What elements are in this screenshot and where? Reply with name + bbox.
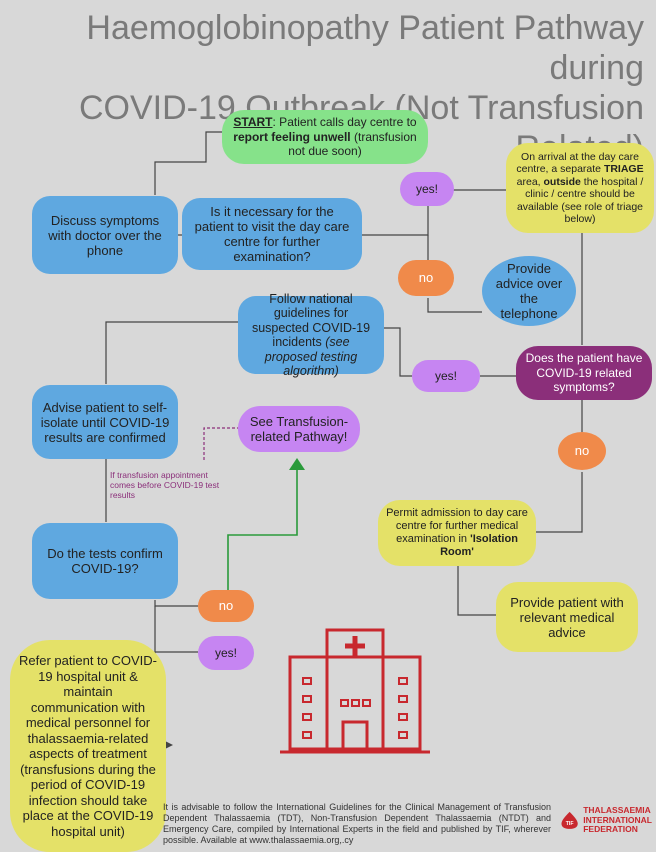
- triage-node: On arrival at the day care centre, a sep…: [506, 143, 654, 233]
- start-node: START: Patient calls day centre to repor…: [222, 110, 428, 164]
- tif-logo-mark: TIF: [566, 821, 574, 827]
- confirm-node: Do the tests confirm COVID-19?: [32, 523, 178, 599]
- connector-confirm-yes: [154, 606, 198, 653]
- no-node-2: no: [558, 432, 606, 470]
- tif-logo-line-1: THALASSAEMIA: [583, 805, 651, 815]
- isolate-node: Advise patient to self-isolate until COV…: [32, 385, 178, 459]
- yes-node-2: yes!: [412, 360, 480, 392]
- yes-node-1: yes!: [400, 172, 454, 206]
- tif-logo-line-3: FEDERATION: [583, 824, 638, 834]
- connector-follow-isolate: [105, 321, 238, 384]
- transfusion-pathway-node: See Transfusion-related Pathway!: [238, 406, 360, 452]
- triage-bold-1: TRIAGE: [603, 163, 644, 175]
- advice-phone-node: Provide advice over the telephone: [482, 256, 576, 326]
- symptoms-node: Does the patient have COVID-19 related s…: [516, 346, 652, 400]
- start-bold: report feeling unwell: [233, 129, 351, 144]
- tif-logo-icon: TIF: [561, 812, 578, 830]
- triage-text-1: On arrival at the day care centre, a sep…: [516, 150, 639, 176]
- footer-note: It is advisable to follow the Internatio…: [163, 802, 551, 845]
- start-text-2: (transfusion not due soon): [288, 129, 417, 159]
- triage-text-2: area,: [516, 175, 544, 188]
- triage-text-3: the hospital / clinic / centre should be…: [516, 175, 644, 226]
- transfusion-note: If transfusion appointment comes before …: [110, 470, 220, 500]
- follow-text: Follow national guidelines for suspected…: [251, 291, 371, 350]
- tif-logo-line-2: INTERNATIONAL: [583, 814, 652, 825]
- connector-admission-advice: [457, 565, 496, 616]
- arrow-refer: [165, 741, 173, 749]
- follow-node: Follow national guidelines for suspected…: [238, 292, 384, 378]
- start-label: START: [233, 115, 273, 130]
- arrow-transfusion: [289, 458, 305, 470]
- hospital-icon: [280, 628, 430, 754]
- triage-bold-2: outside: [543, 175, 581, 188]
- connector-dashed-transfusion: [203, 427, 238, 460]
- connector-start-discuss: [154, 131, 228, 195]
- follow-italic: (see proposed testing algorithm): [264, 335, 358, 378]
- yes-node-3: yes!: [198, 636, 254, 670]
- no-node-3: no: [198, 590, 254, 622]
- refer-node: Refer patient to COVID-19 hospital unit …: [10, 640, 166, 852]
- connector-no-transfusion: [227, 468, 298, 590]
- title-line-1: Haemoglobinopathy Patient Pathway during: [86, 9, 644, 87]
- start-text-1: : Patient calls day centre to: [272, 115, 417, 130]
- tif-logo: TIF THALASSAEMIA INTERNATIONAL FEDERATIO…: [560, 805, 652, 835]
- connector-confirm-no: [154, 600, 198, 607]
- page-title: Haemoglobinopathy Patient Pathway during…: [10, 8, 644, 168]
- medical-advice-node: Provide patient with relevant medical ad…: [496, 582, 638, 652]
- connector-yes2-follow: [382, 327, 412, 377]
- no-node-1: no: [398, 260, 454, 296]
- admission-text: Permit admission to day care centre for …: [386, 507, 528, 545]
- connector-no-advice: [427, 298, 482, 313]
- necessary-node: Is it necessary for the patient to visit…: [182, 198, 362, 270]
- discuss-node: Discuss symptoms with doctor over the ph…: [32, 196, 178, 274]
- admission-bold: 'Isolation Room': [440, 533, 518, 558]
- connector-no-admission: [530, 472, 583, 533]
- admission-node: Permit admission to day care centre for …: [378, 500, 536, 566]
